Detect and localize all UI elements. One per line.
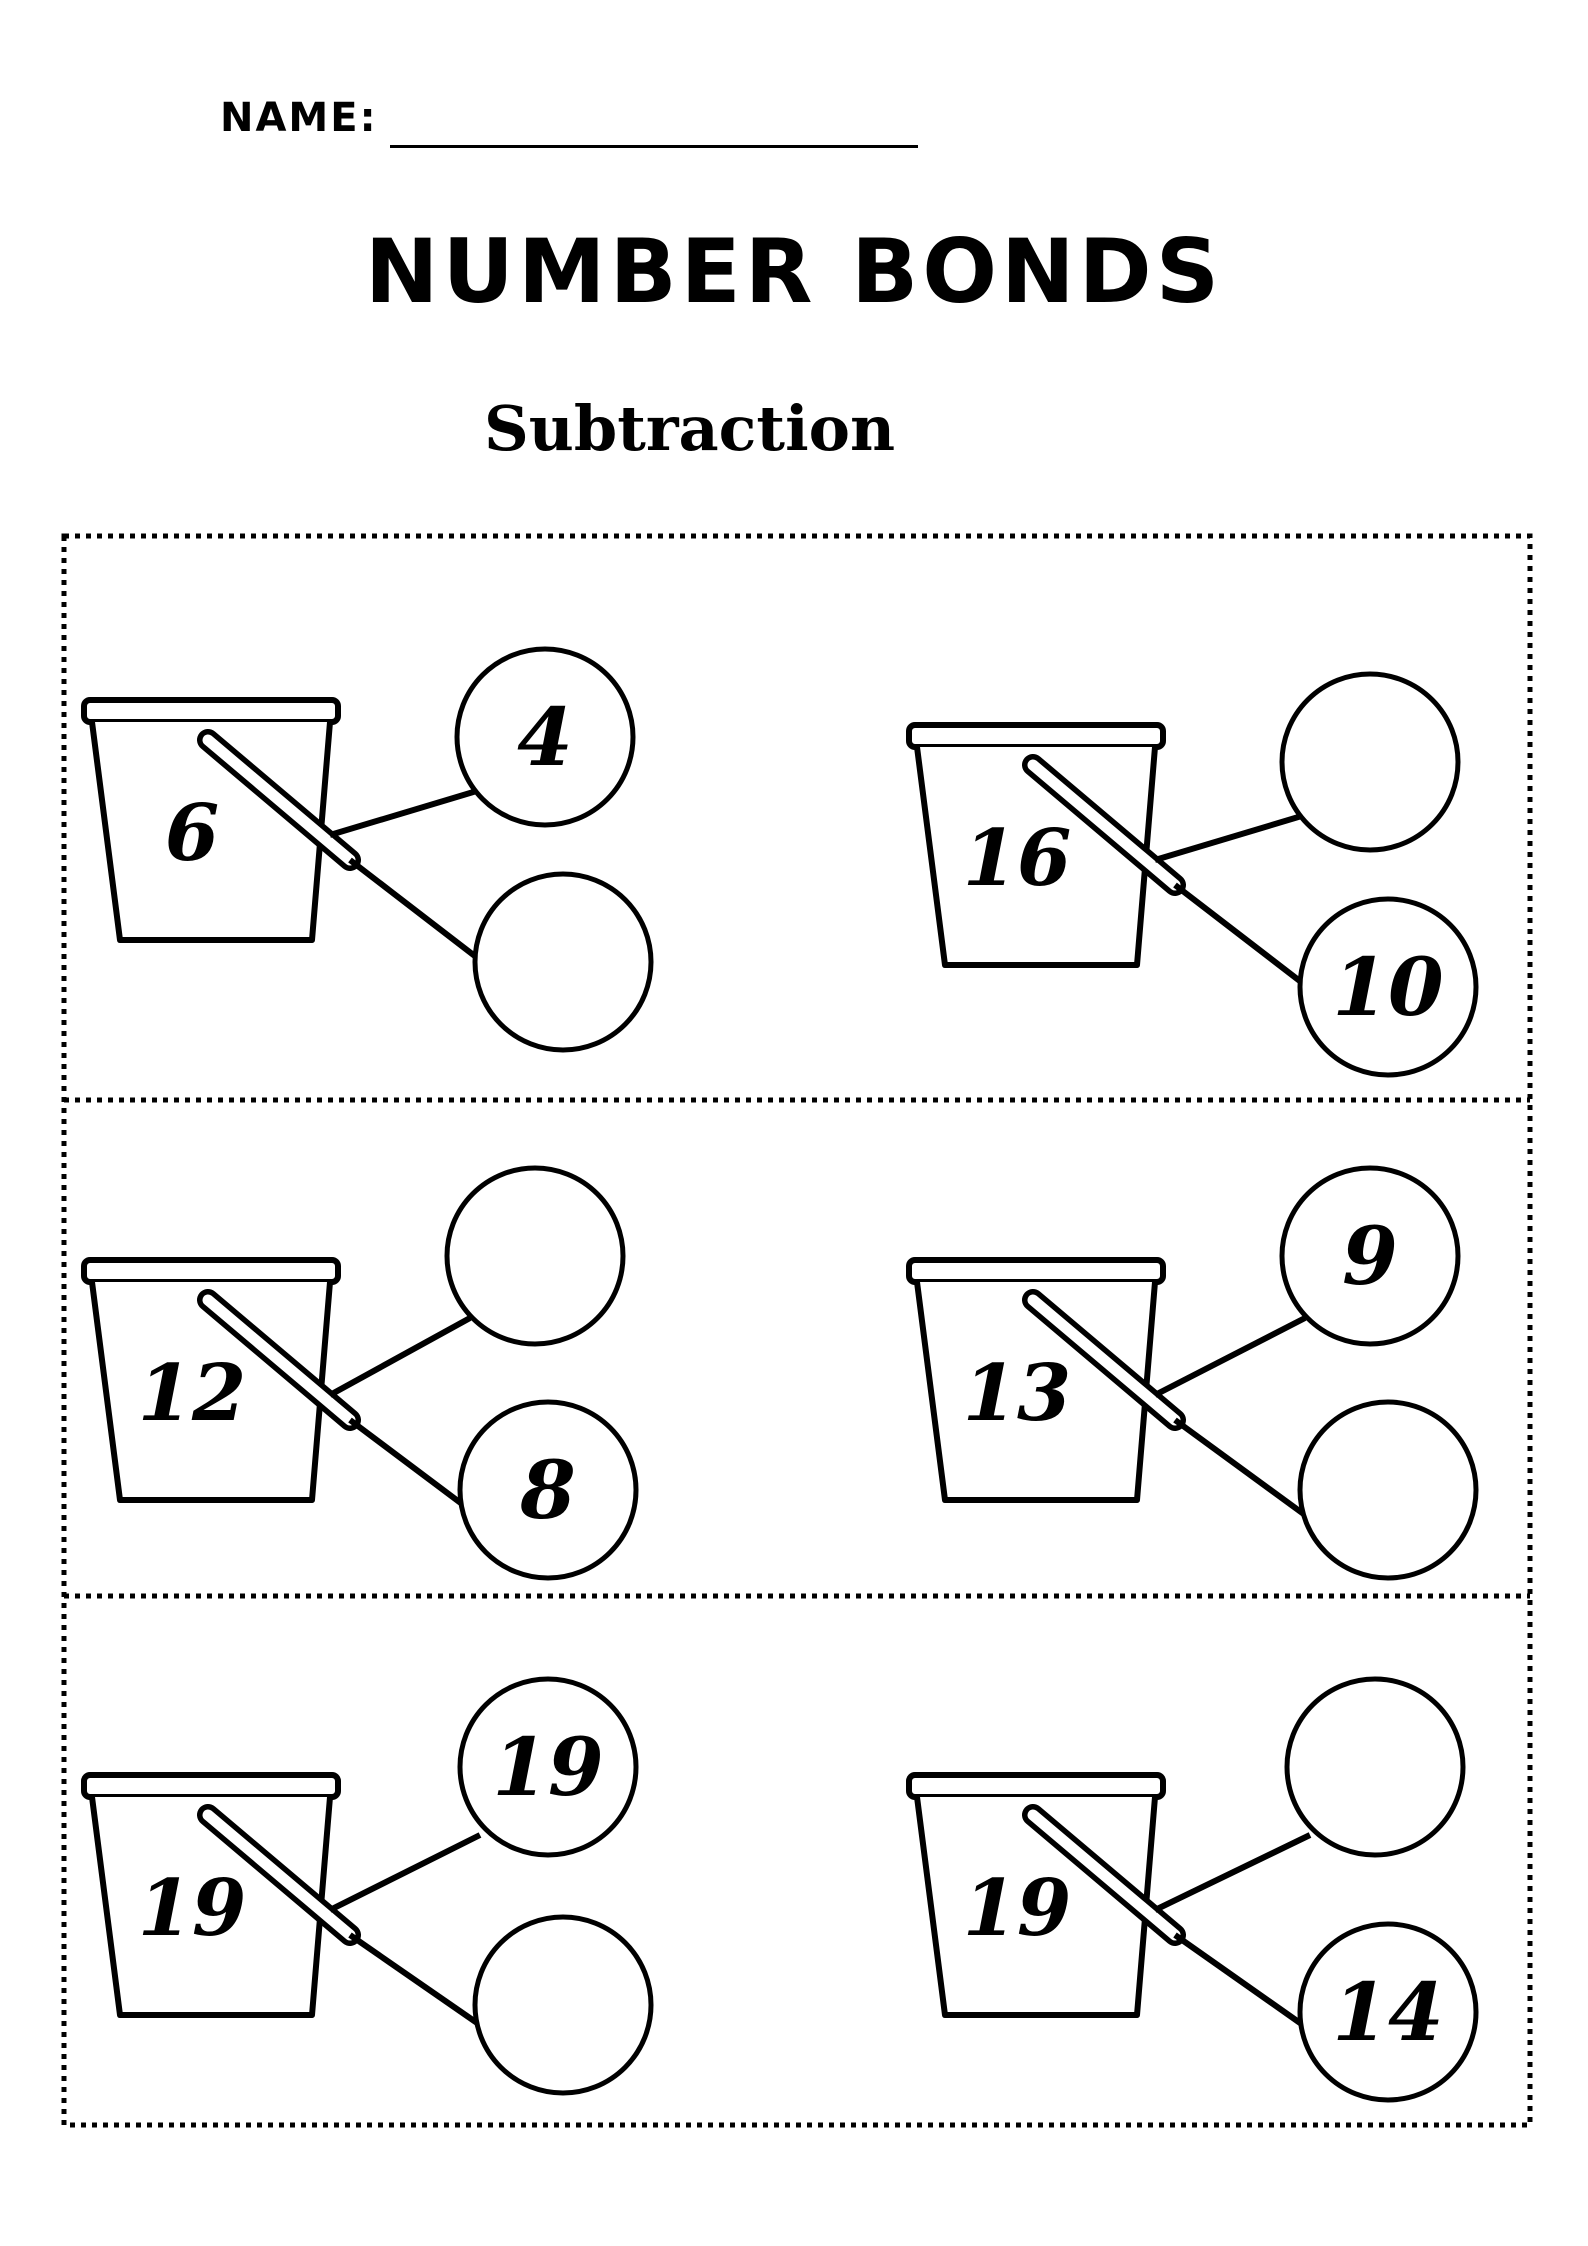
bond-line-top bbox=[329, 787, 481, 838]
bucket-icon bbox=[81, 1772, 361, 2018]
number-bond-problem: 6 4 bbox=[81, 646, 654, 1053]
part-circle-bottom[interactable] bbox=[472, 1914, 654, 2096]
bond-line-bottom bbox=[348, 1417, 472, 1513]
bond-line-bottom bbox=[348, 1932, 482, 2028]
part-circle-bottom[interactable] bbox=[457, 1399, 639, 1581]
part-number-bottom: 8 bbox=[519, 1443, 576, 1537]
part-number-top: 9 bbox=[1342, 1209, 1398, 1303]
bond-line-bottom bbox=[1173, 1417, 1307, 1518]
worksheet-title: NUMBER BONDS bbox=[364, 220, 1224, 323]
bond-line-top bbox=[1154, 812, 1306, 863]
number-bond-problem: 16 10 bbox=[906, 671, 1479, 1078]
whole-number: 16 bbox=[963, 813, 1072, 904]
number-bond-problem: 13 9 bbox=[906, 1165, 1479, 1581]
whole-number: 19 bbox=[138, 1863, 247, 1954]
dotted-frame bbox=[61, 533, 1533, 2128]
part-number-bottom: 14 bbox=[1332, 1965, 1443, 2059]
part-circle-bottom[interactable] bbox=[1297, 1399, 1479, 1581]
number-bond-problem: 12 8 bbox=[81, 1165, 639, 1581]
part-circle-top[interactable] bbox=[454, 646, 636, 828]
name-label: NAME: bbox=[220, 95, 378, 141]
part-circle-bottom[interactable] bbox=[1297, 896, 1479, 1078]
bucket-icon bbox=[906, 722, 1186, 968]
bond-line-top bbox=[1153, 1832, 1312, 1913]
bond-line-bottom bbox=[1173, 882, 1307, 988]
bond-line-top bbox=[328, 1832, 482, 1913]
part-number-bottom: 10 bbox=[1332, 940, 1443, 1034]
part-circle-top[interactable] bbox=[1279, 671, 1461, 853]
whole-number: 19 bbox=[963, 1863, 1072, 1954]
bond-line-top bbox=[1153, 1315, 1307, 1398]
part-circle-bottom[interactable] bbox=[1297, 1921, 1479, 2103]
bucket-icon bbox=[906, 1772, 1186, 2018]
whole-number: 6 bbox=[165, 788, 219, 879]
name-input-line[interactable] bbox=[390, 145, 918, 148]
bond-line-bottom bbox=[348, 857, 482, 963]
part-circle-bottom[interactable] bbox=[472, 871, 654, 1053]
part-circle-top[interactable] bbox=[1284, 1676, 1466, 1858]
bucket-icon bbox=[81, 697, 361, 943]
number-bond-problem: 19 19 bbox=[81, 1676, 654, 2096]
bucket-icon bbox=[81, 1257, 361, 1503]
part-number-top: 4 bbox=[517, 690, 573, 784]
whole-number: 12 bbox=[138, 1348, 247, 1439]
part-number-top: 19 bbox=[492, 1720, 603, 1814]
part-circle-top[interactable] bbox=[1279, 1165, 1461, 1347]
part-circle-top[interactable] bbox=[457, 1676, 639, 1858]
worksheet-subtitle: Subtraction bbox=[484, 392, 896, 465]
part-circle-top[interactable] bbox=[444, 1165, 626, 1347]
whole-number: 13 bbox=[963, 1348, 1072, 1439]
bucket-icon bbox=[906, 1257, 1186, 1503]
bond-line-bottom bbox=[1173, 1932, 1312, 2033]
bond-line-top bbox=[328, 1315, 472, 1398]
number-bond-problem: 19 14 bbox=[906, 1676, 1479, 2103]
